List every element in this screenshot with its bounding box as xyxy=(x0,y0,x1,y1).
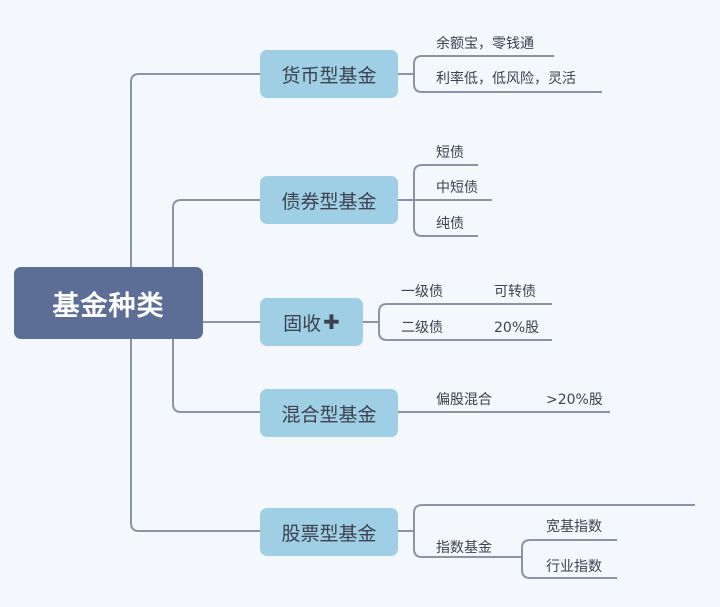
branch-fixed-income-plus[interactable]: 固收✚ xyxy=(260,298,363,346)
plus-icon: ✚ xyxy=(323,310,340,334)
connector-money xyxy=(130,73,260,267)
leaf-secondary-bond[interactable]: 二级债 xyxy=(401,320,443,336)
connector-mixed xyxy=(172,339,260,413)
leaf-short-bond[interactable]: 短债 xyxy=(436,145,464,161)
branch-stock-fund[interactable]: 股票型基金 xyxy=(260,508,398,556)
branch-money-fund[interactable]: 货币型基金 xyxy=(260,50,398,98)
leaf-sector-index[interactable]: 行业指数 xyxy=(546,559,602,575)
connector-bond xyxy=(172,199,260,267)
leaf-primary-bond[interactable]: 一级债 xyxy=(401,284,443,300)
root-node[interactable]: 基金种类 xyxy=(14,267,203,339)
leaf-broad-index[interactable]: 宽基指数 xyxy=(546,519,602,535)
leaf-equity-biased-note: >20%股 xyxy=(546,392,603,408)
branch-bond-fund[interactable]: 债券型基金 xyxy=(260,176,398,224)
leaf-mid-short-bond[interactable]: 中短债 xyxy=(436,180,478,196)
leaf-pure-bond[interactable]: 纯债 xyxy=(436,216,464,232)
leaf-secondary-bond-note: 20%股 xyxy=(494,320,540,336)
branch-fixed-income-label: 固收 xyxy=(283,312,322,335)
branch-mixed-fund[interactable]: 混合型基金 xyxy=(260,389,398,437)
leaf-primary-bond-note: 可转债 xyxy=(494,284,536,300)
leaf-money-traits[interactable]: 利率低，低风险，灵活 xyxy=(436,71,576,87)
leaf-equity-biased-mixed[interactable]: 偏股混合 xyxy=(436,392,492,408)
leaf-index-fund[interactable]: 指数基金 xyxy=(436,540,492,556)
connector-stock xyxy=(130,339,260,532)
leaf-money-examples[interactable]: 余额宝，零钱通 xyxy=(436,36,534,52)
